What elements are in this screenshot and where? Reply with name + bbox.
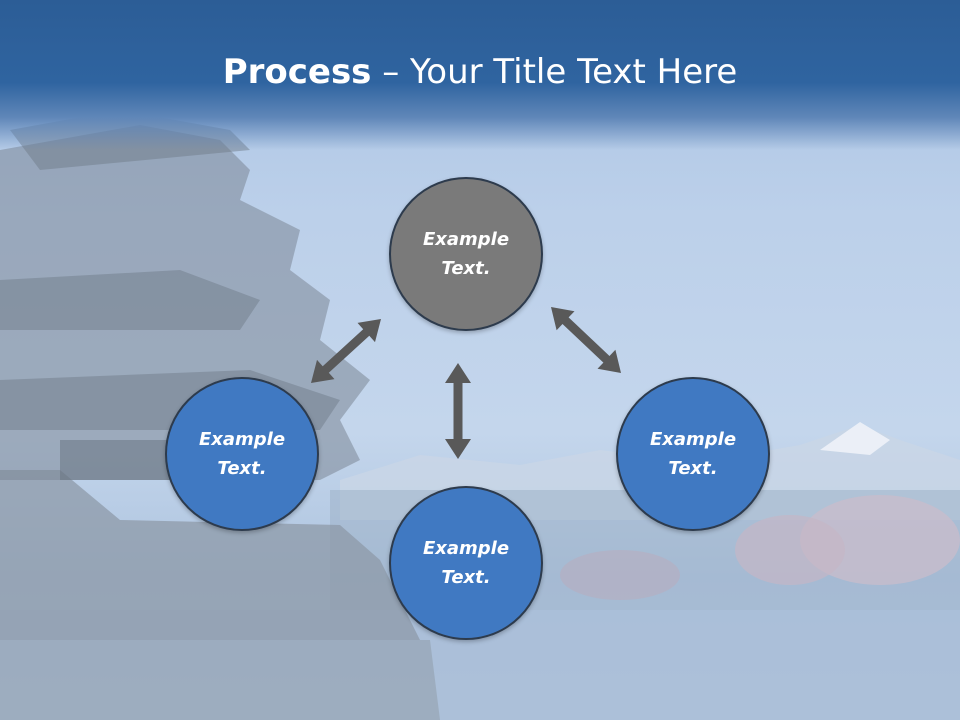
node-top: Example Text.: [389, 177, 543, 331]
slide-title: Process – Your Title Text Here: [0, 52, 960, 92]
node-bottom: Example Text.: [389, 486, 543, 640]
double-arrow-top-left: [311, 319, 381, 383]
node-right: Example Text.: [616, 377, 770, 531]
double-arrow-top-right: [551, 307, 621, 373]
title-rest: – Your Title Text Here: [371, 52, 738, 92]
double-arrow-top-bottom: [445, 363, 471, 459]
header-band: [0, 0, 960, 150]
node-left: Example Text.: [165, 377, 319, 531]
title-bold: Process: [222, 52, 372, 92]
